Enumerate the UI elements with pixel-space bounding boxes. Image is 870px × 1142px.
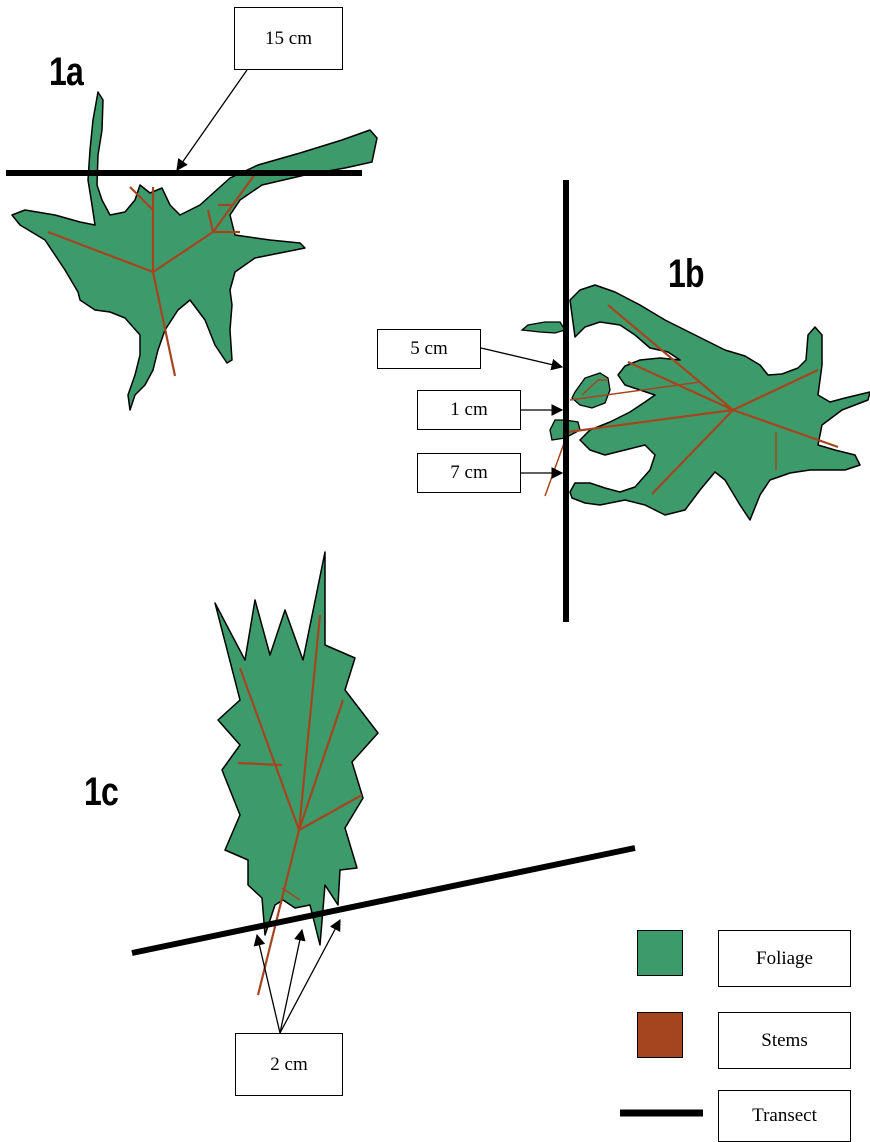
- panel-1b-label: 1b: [668, 252, 704, 297]
- panel-1c-arrow-2: [280, 930, 302, 1033]
- panel-1c-transect: [132, 848, 635, 953]
- legend-stems-swatch: [637, 1012, 683, 1058]
- panel-1b-plant: [522, 285, 870, 520]
- panel-1a-label: 1a: [49, 50, 83, 95]
- legend-transect-label: Transect: [718, 1090, 851, 1142]
- panel-1a-foliage: [12, 92, 377, 410]
- panel-1b-measurement-box-7cm: 7 cm: [417, 453, 521, 493]
- panel-1c-arrow-3: [280, 920, 340, 1033]
- panel-1c-measurement-box: 2 cm: [235, 1033, 343, 1096]
- panel-1b-measurement-box-5cm: 5 cm: [377, 329, 481, 369]
- legend-stems-label: Stems: [718, 1012, 851, 1069]
- panel-1c-label: 1c: [84, 770, 118, 815]
- panel-1b-foliage-main: [570, 285, 870, 520]
- panel-1a-measurement-box: 15 cm: [234, 7, 343, 70]
- panel-1c-foliage: [215, 552, 378, 945]
- legend-foliage-label: Foliage: [718, 930, 851, 987]
- panel-1b-arrow-5cm: [481, 348, 562, 367]
- legend-foliage-swatch: [637, 930, 683, 976]
- panel-1b-foliage-left-top: [522, 322, 565, 333]
- panel-1a-arrow: [177, 70, 247, 170]
- panel-1b-measurement-box-1cm: 1 cm: [417, 390, 521, 430]
- panel-1b-foliage-left-mid: [572, 373, 610, 408]
- panel-1a-plant: [12, 92, 377, 410]
